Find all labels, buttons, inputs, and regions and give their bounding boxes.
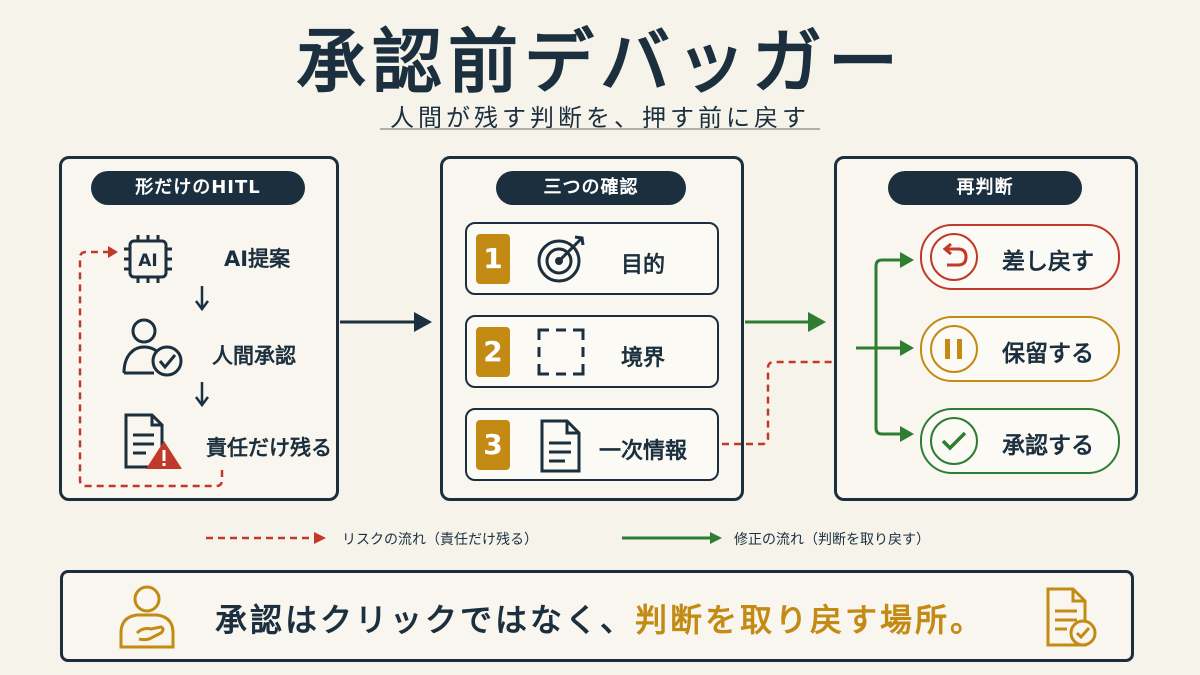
banner-text-highlight: 判断を取り戻す場所。 <box>635 601 986 639</box>
hold-label: 保留する <box>1002 341 1094 367</box>
banner-message: 承認はクリックではなく、判断を取り戻す場所。 <box>215 595 985 641</box>
check-item-boundary: 2 境界 <box>465 315 719 388</box>
check-icon <box>941 431 967 451</box>
bottom-banner: 承認はクリックではなく、判断を取り戻す場所。 <box>60 570 1134 662</box>
step-ai-proposal: AI提案 <box>224 247 291 271</box>
check-item-purpose: 1 目的 <box>465 222 719 295</box>
legend-risk-arrow <box>206 532 326 544</box>
banner-text-plain: 承認はクリックではなく、 <box>215 601 636 639</box>
send-back-label: 差し戻す <box>1002 249 1094 275</box>
check-label-purpose: 目的 <box>621 253 666 278</box>
legend-risk-label: リスクの流れ（責任だけ残る） <box>342 532 538 548</box>
step-responsibility-left: 責任だけ残る <box>206 436 332 460</box>
undo-icon <box>942 242 968 267</box>
person-check-icon <box>122 318 183 377</box>
document-warning-icon <box>124 413 182 469</box>
document-check-icon <box>1046 587 1097 647</box>
check-label-boundary: 境界 <box>621 346 666 371</box>
pause-icon <box>945 339 962 359</box>
risk-loop-arrow <box>78 246 224 488</box>
check-number: 1 <box>476 234 510 284</box>
document-icon <box>540 419 581 473</box>
subtitle-rule <box>380 128 820 130</box>
legend-fix-arrow <box>622 532 722 544</box>
legend-fix-label: 修正の流れ（判断を取り戻す） <box>734 532 930 548</box>
approve-button[interactable]: 承認する <box>920 408 1120 474</box>
down-arrow-icon <box>195 382 209 408</box>
send-back-button[interactable]: 差し戻す <box>920 224 1120 290</box>
boundary-icon <box>537 328 585 376</box>
flow-arrows-middle-to-right <box>722 312 856 446</box>
down-arrow-icon <box>195 286 209 312</box>
check-label-primary-info: 一次情報 <box>599 439 688 464</box>
approve-label: 承認する <box>1002 433 1094 459</box>
panel-header-three-checks: 三つの確認 <box>496 171 686 205</box>
panel-form-only-hitl <box>59 156 339 501</box>
hold-button[interactable]: 保留する <box>920 316 1120 382</box>
svg-text:AI: AI <box>138 251 157 271</box>
ai-chip-icon: AI <box>124 235 172 283</box>
check-number: 3 <box>476 420 510 470</box>
check-number: 2 <box>476 327 510 377</box>
flow-arrow-left-to-middle <box>340 312 432 332</box>
page-title: 承認前デバッガー <box>296 20 904 103</box>
panel-header-form-only-hitl: 形だけのHITL <box>91 171 305 205</box>
green-branch-arrows <box>856 252 914 442</box>
target-icon <box>537 235 585 283</box>
page-subtitle: 人間が残す判断を、押す前に戻す <box>390 104 810 132</box>
step-human-approval: 人間承認 <box>212 344 296 368</box>
check-item-primary-info: 3 一次情報 <box>465 408 719 481</box>
panel-header-rejudge: 再判断 <box>888 171 1082 205</box>
person-hand-icon <box>119 585 175 649</box>
